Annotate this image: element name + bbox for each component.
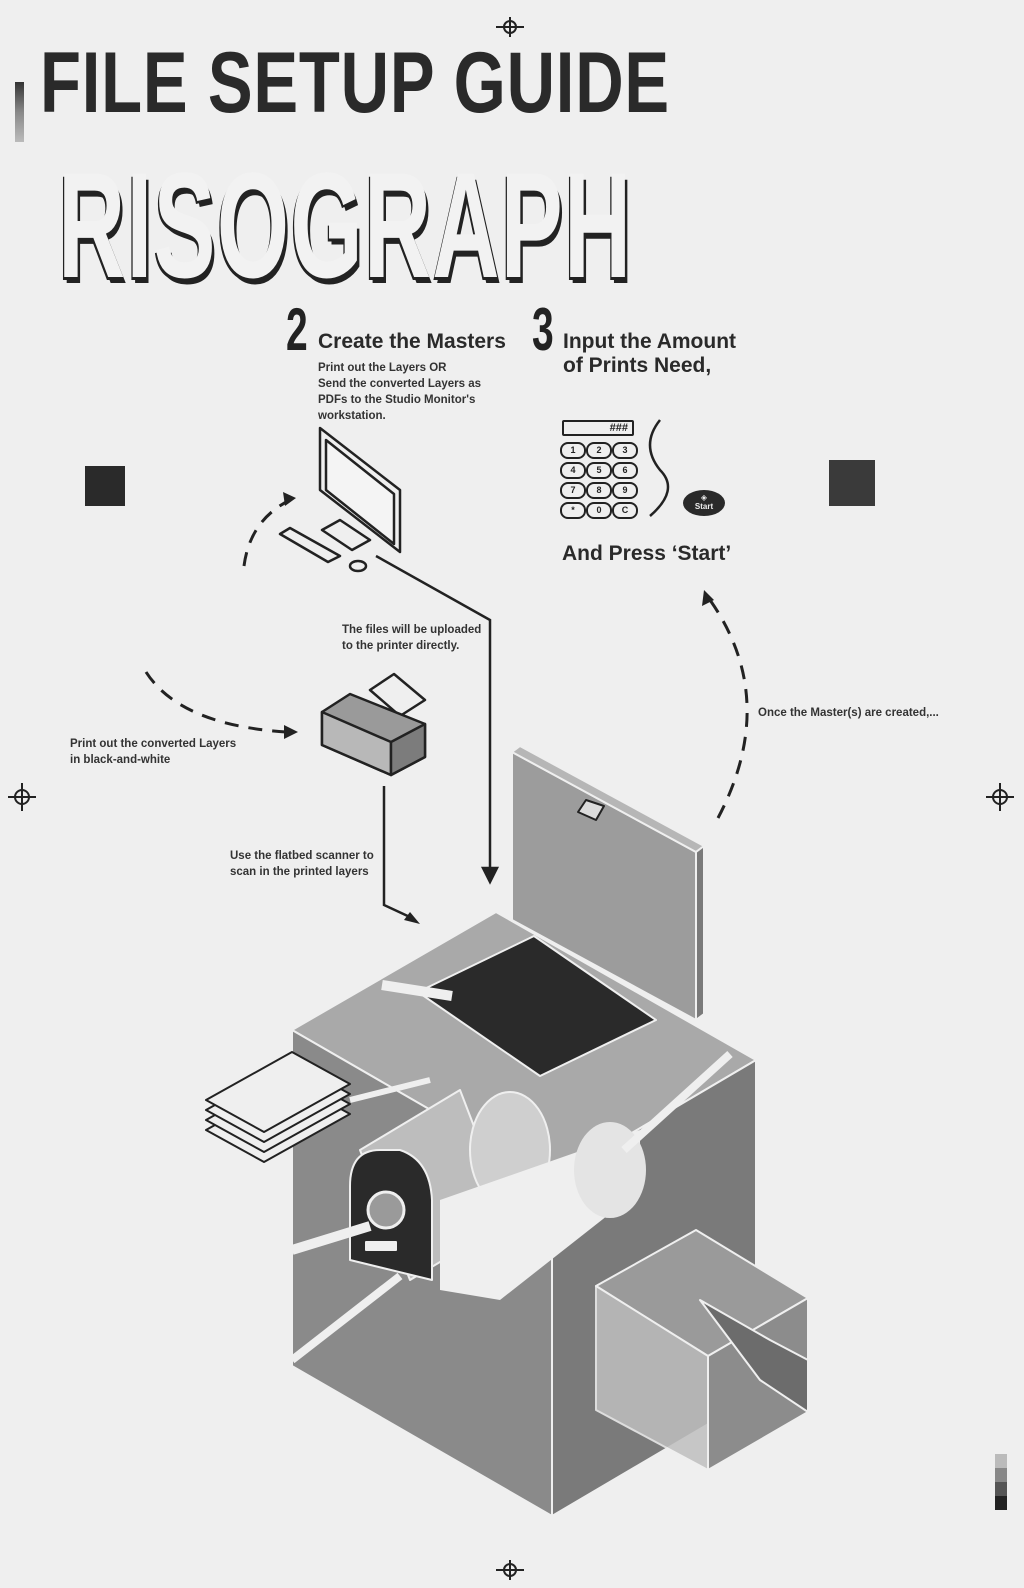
step-2-number: 2	[286, 296, 308, 363]
risograph-logo: RISOGRAPH	[58, 141, 633, 309]
black-square-left	[85, 466, 125, 506]
key-3: 3	[612, 442, 638, 459]
key-0: 0	[586, 502, 612, 519]
keypad-bracket	[648, 419, 670, 517]
print-bw-note-line2: in black-and-white	[70, 754, 171, 766]
scanner-note-line1: Use the flatbed scanner to	[230, 850, 374, 862]
upload-note: The files will be uploaded to the printe…	[342, 622, 481, 654]
start-label: Start	[694, 502, 714, 511]
connector-arrows	[375, 554, 500, 924]
start-button: ◈ Start	[683, 490, 725, 516]
scanner-note: Use the flatbed scanner to scan in the p…	[230, 848, 374, 880]
upload-note-line2: to the printer directly.	[342, 640, 460, 652]
key-5: 5	[586, 462, 612, 479]
key-6: 6	[612, 462, 638, 479]
printer-icon	[320, 672, 427, 777]
scanner-note-line2: scan in the printed layers	[230, 866, 369, 878]
press-start-text: And Press ‘Start’	[562, 542, 732, 565]
dashed-arrows	[144, 498, 749, 819]
risograph-machine-icon	[205, 745, 809, 1517]
keypad: ### 1 2 3 4 5 6 7 8 9 * 0 C	[560, 418, 640, 519]
step-3-title-line1: Input the Amount	[563, 330, 737, 353]
computer-icon	[278, 426, 402, 573]
print-bw-note-line1: Print out the converted Layers	[70, 738, 237, 750]
key-9: 9	[612, 482, 638, 499]
key-4: 4	[560, 462, 586, 479]
masters-created-note: Once the Master(s) are created,...	[758, 707, 939, 719]
key-7: 7	[560, 482, 586, 499]
upload-note-line1: The files will be uploaded	[342, 624, 482, 636]
registration-mark-icon	[8, 17, 1014, 1580]
step-2-body-line1: Print out the Layers	[318, 362, 430, 374]
key-star: *	[560, 502, 586, 519]
start-diamond-icon: ◈	[700, 493, 708, 502]
gray-swatch-strip-right	[995, 1454, 1007, 1510]
step-2-body-or: OR	[429, 362, 447, 374]
print-bw-note: Print out the converted Layers in black-…	[70, 736, 236, 768]
step-3-number: 3	[532, 296, 554, 363]
arrowheads	[283, 492, 714, 739]
step-3-title: Input the Amount of Prints Need,	[563, 330, 736, 378]
key-8: 8	[586, 482, 612, 499]
key-1: 1	[560, 442, 586, 459]
keypad-keys: 1 2 3 4 5 6 7 8 9 * 0 C	[560, 442, 640, 519]
step-2-body-line3: PDFs to the Studio Monitor's	[318, 394, 476, 406]
step-3-title-line2: of Prints Need,	[563, 354, 712, 377]
page-title: FILE SETUP GUIDE	[40, 35, 670, 131]
step-2-body-line2: Send the converted Layers as	[318, 378, 481, 390]
step-2-title: Create the Masters	[318, 330, 506, 353]
keypad-display: ###	[562, 420, 634, 436]
black-square-right	[829, 460, 875, 506]
key-c: C	[612, 502, 638, 519]
step-2-body: Print out the Layers OR Send the convert…	[318, 360, 518, 424]
key-2: 2	[586, 442, 612, 459]
gray-swatch-strip	[15, 82, 24, 142]
step-2-body-line4: workstation.	[318, 410, 386, 422]
